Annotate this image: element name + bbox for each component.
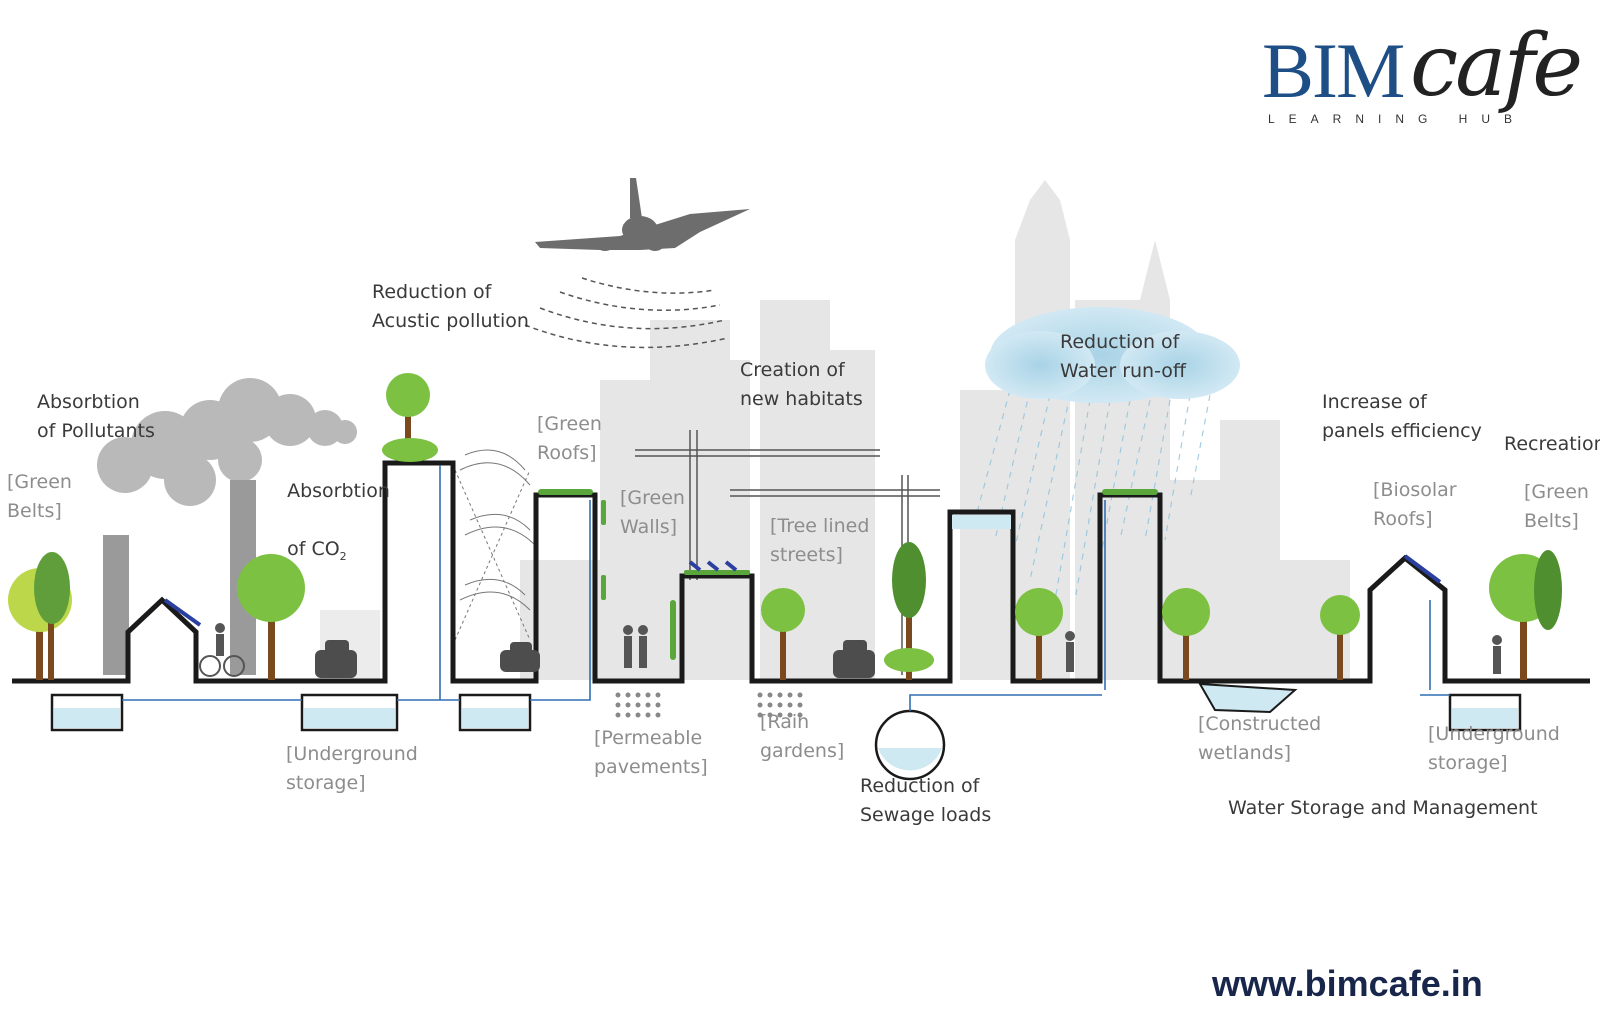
label-acoustic-pollution: Reduction of Acustic pollution [372, 281, 529, 332]
label-sewage-loads: Reduction of Sewage loads [860, 775, 992, 826]
logo-bim-text: BIM [1262, 27, 1405, 114]
smoke-cloud [97, 378, 357, 506]
label-green-belts-right: [Green Belts] [1524, 481, 1589, 532]
label-new-habitats: Creation of new habitats [740, 359, 863, 410]
co2-line1: Absorbtion [287, 480, 390, 502]
rain-cloud-icon [974, 307, 1240, 601]
label-underground-storage-left: [Underground storage] [286, 743, 418, 794]
website-url: www.bimcafe.in [1212, 963, 1483, 1004]
label-constructed-wetlands: [Constructed wetlands] [1198, 713, 1322, 764]
tree-icon [761, 588, 805, 680]
label-biosolar-roofs: [Biosolar Roofs] [1373, 479, 1457, 530]
ground-profile [12, 460, 1590, 684]
sound-waves-plane [524, 277, 729, 349]
tree-icon [237, 554, 305, 680]
label-green-walls: [Green Walls] [620, 487, 685, 538]
tree-icon [34, 552, 70, 680]
logo-tagline: LEARNING HUB [1268, 112, 1527, 126]
green-roof-accents [538, 489, 1158, 660]
label-green-belts-left: [Green Belts] [7, 471, 72, 522]
logo-cafe-text: cafe [1410, 16, 1583, 116]
label-permeable-pavements: [Permeable pavements] [594, 727, 708, 778]
co2-line2: of CO [287, 538, 340, 560]
solar-panel-icons [163, 554, 1442, 627]
label-green-roofs: [Green Roofs] [537, 413, 602, 464]
tree-icon [1015, 588, 1063, 680]
drainage-pipes [122, 465, 1450, 711]
construction-cranes [635, 430, 940, 675]
car-icons [315, 640, 875, 678]
label-absorption-pollutants: Absorbtion of Pollutants [37, 391, 155, 442]
permeable-dots [615, 692, 803, 718]
label-absorption-co2: Absorbtion of CO2 [275, 448, 390, 571]
tree-icon [1489, 550, 1562, 680]
tree-icon [1162, 588, 1210, 680]
tree-icon [382, 373, 438, 462]
trees [8, 373, 1562, 680]
label-water-storage-management: Water Storage and Management [1228, 797, 1538, 819]
label-recreation: Recreation [1504, 433, 1600, 455]
label-panels-efficiency: Increase of panels efficiency [1322, 391, 1482, 442]
tree-icon [884, 542, 934, 680]
airplane-icon [535, 178, 750, 251]
co2-subscript: 2 [339, 549, 347, 563]
bimcafe-logo: BIM cafe LEARNING HUB [1262, 16, 1583, 158]
label-tree-lined-streets: [Tree lined streets] [770, 515, 870, 566]
label-rain-gardens: [Rain gardens] [760, 711, 845, 762]
underground-tanks [50, 515, 1522, 781]
people-icons [199, 623, 1502, 677]
label-underground-storage-right: [Underground storage] [1428, 723, 1560, 774]
label-water-runoff: Reduction of Water run-off [1060, 331, 1187, 382]
tree-icon [1320, 595, 1360, 680]
acoustic-wave-lines [454, 449, 536, 641]
